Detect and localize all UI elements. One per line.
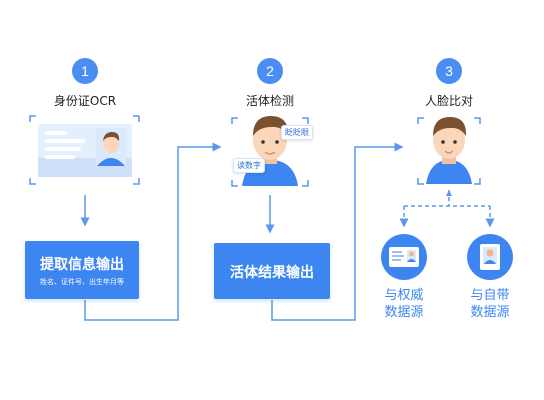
extract-info-label: 提取信息输出 bbox=[40, 257, 124, 273]
authority-source-line2: 数据源 bbox=[384, 305, 424, 320]
own-source-line1: 与自带 bbox=[470, 288, 510, 303]
own-source-icon bbox=[467, 234, 513, 280]
blink-tag: 眨眨眼 bbox=[281, 125, 313, 140]
id-card-illustration bbox=[29, 115, 140, 185]
step-3-title: 人脸比对 bbox=[424, 94, 473, 108]
liveness-output-box: 活体结果输出 bbox=[214, 243, 330, 299]
extract-info-output-box: 提取信息输出 姓名、证件号、出生年月等 bbox=[25, 241, 139, 299]
step-1-title: 身份证OCR bbox=[53, 94, 117, 108]
step-1-badge: 1 bbox=[72, 58, 98, 84]
extract-info-sublabel: 姓名、证件号、出生年月等 bbox=[40, 278, 124, 286]
step-2-badge: 2 bbox=[257, 58, 283, 84]
step-3-badge: 3 bbox=[436, 58, 462, 84]
authority-source-line1: 与权威 bbox=[384, 288, 424, 303]
own-source-label: 与自带 数据源 bbox=[460, 287, 520, 321]
authority-source-label: 与权威 数据源 bbox=[374, 287, 434, 321]
authority-source-icon bbox=[381, 234, 427, 280]
own-source-line2: 数据源 bbox=[470, 305, 510, 320]
step-2-title: 活体检测 bbox=[245, 94, 294, 108]
read-digits-tag: 读数字 bbox=[233, 158, 265, 173]
compare-face-illustration bbox=[417, 117, 481, 185]
liveness-output-label: 活体结果输出 bbox=[230, 265, 314, 281]
